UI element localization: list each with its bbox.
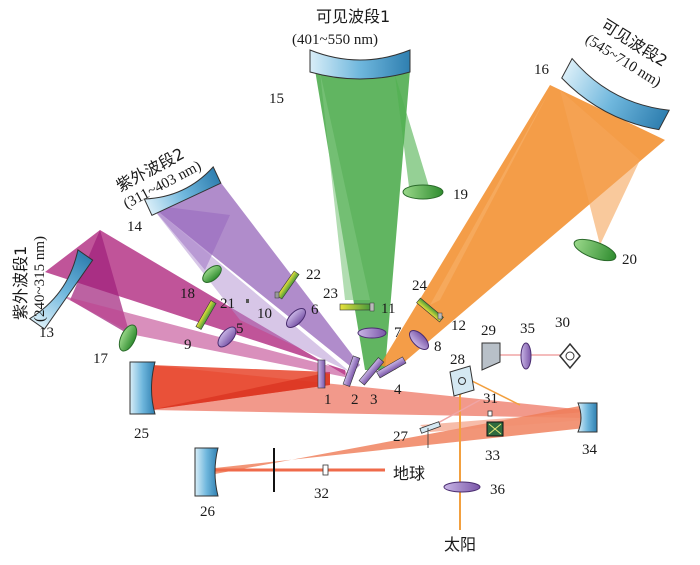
num-36: 36 xyxy=(490,482,506,498)
num-4: 4 xyxy=(394,382,402,398)
mirror-34 xyxy=(577,402,598,433)
num-15: 15 xyxy=(269,91,284,107)
element-17 xyxy=(118,324,138,352)
mirror-13 xyxy=(28,249,94,330)
num-21: 21 xyxy=(220,296,235,312)
vis1-name: 可见波段1 xyxy=(316,7,390,26)
lens-35 xyxy=(520,342,532,370)
vis2-beams xyxy=(380,85,665,370)
grating-2 xyxy=(342,355,361,387)
element-29 xyxy=(481,342,501,371)
num-28: 28 xyxy=(450,352,465,368)
num-22: 22 xyxy=(306,267,321,283)
num-18: 18 xyxy=(180,286,195,302)
element-11 xyxy=(369,302,375,312)
element-20 xyxy=(573,238,617,262)
element-12 xyxy=(437,312,443,320)
lens-8 xyxy=(409,330,429,350)
num-19: 19 xyxy=(453,187,468,203)
element-27 xyxy=(419,421,441,448)
num-8: 8 xyxy=(434,339,442,355)
element-18 xyxy=(202,265,222,283)
num-35: 35 xyxy=(520,321,535,337)
num-27: 27 xyxy=(393,429,409,445)
label-vis2: 可见波段2 (545~710 nm) xyxy=(582,15,671,90)
label-vis1: 可见波段1 (401~550 nm) xyxy=(292,7,390,48)
earth-label: 地球 xyxy=(393,464,425,483)
mirror-26 xyxy=(194,447,219,497)
uv2-beams xyxy=(150,175,360,372)
num-5: 5 xyxy=(236,321,244,337)
num-12: 12 xyxy=(451,318,466,334)
num-20: 20 xyxy=(622,252,637,268)
lens-6 xyxy=(286,308,306,328)
element-21 xyxy=(195,300,217,330)
num-24: 24 xyxy=(412,278,428,294)
num-17: 17 xyxy=(93,351,109,367)
element-22 xyxy=(276,270,300,300)
num-11: 11 xyxy=(381,301,395,317)
lens-36 xyxy=(443,481,481,493)
num-13: 13 xyxy=(39,325,54,341)
mirror-16 xyxy=(561,57,670,131)
num-7: 7 xyxy=(394,325,402,341)
mirror-15 xyxy=(309,49,411,80)
num-14: 14 xyxy=(127,219,143,235)
num-26: 26 xyxy=(200,504,216,520)
num-10: 10 xyxy=(257,306,272,322)
sun-label: 太阳 xyxy=(444,535,476,554)
uv1-beams xyxy=(45,230,350,378)
element-31 xyxy=(487,410,493,417)
element-32 xyxy=(322,464,329,476)
num-31: 31 xyxy=(483,391,498,407)
vis1-range: (401~550 nm) xyxy=(292,32,378,48)
grating-4 xyxy=(376,356,407,379)
lens-7 xyxy=(357,327,387,339)
num-29: 29 xyxy=(481,323,496,339)
num-16: 16 xyxy=(534,62,550,78)
num-30: 30 xyxy=(555,315,570,331)
element-19 xyxy=(402,184,444,200)
num-33: 33 xyxy=(485,448,500,464)
num-9: 9 xyxy=(184,337,192,353)
grating-3 xyxy=(358,357,385,386)
num-1: 1 xyxy=(324,392,332,408)
num-23: 23 xyxy=(323,286,338,302)
element-28 xyxy=(449,365,475,397)
label-uv1: 紫外波段1 (240~315 nm) xyxy=(11,236,48,322)
num-34: 34 xyxy=(582,442,598,458)
lens-5 xyxy=(217,326,237,348)
uv1-name: 紫外波段1 xyxy=(11,246,30,320)
grating-1 xyxy=(317,359,326,389)
detector-30 xyxy=(559,342,581,370)
slit-9-marker xyxy=(246,299,249,303)
vis1-beams xyxy=(315,70,430,370)
num-25: 25 xyxy=(134,426,149,442)
element-23 xyxy=(339,303,371,311)
element-10 xyxy=(274,291,280,299)
num-2: 2 xyxy=(351,392,359,408)
element-24 xyxy=(416,297,444,323)
mirror-25 xyxy=(129,361,156,415)
uv1-range: (240~315 nm) xyxy=(32,236,48,322)
mirror-14 xyxy=(143,165,222,216)
num-3: 3 xyxy=(370,392,378,408)
num-6: 6 xyxy=(311,302,319,318)
num-32: 32 xyxy=(314,486,329,502)
